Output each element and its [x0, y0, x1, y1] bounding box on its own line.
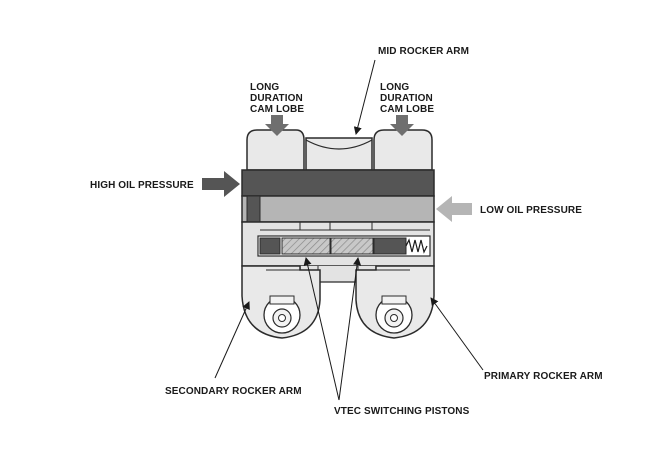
primary-rocker-arm-body: [373, 129, 433, 171]
low-oil-pressure-arrow: [436, 196, 472, 222]
high-oil-pressure-passage: [241, 169, 435, 197]
mid-rocker-arm-cam-contact: [305, 139, 373, 150]
right-cam-lobe-label-line2: DURATION: [380, 93, 433, 104]
secondary-rocker-arm-leader: [214, 301, 250, 379]
mid-rocker-arm-leader: [353, 59, 376, 135]
secondary-rocker-arm-label: SECONDARY ROCKER ARM: [165, 386, 302, 397]
secondary-valve-adjuster: [263, 295, 301, 334]
primary-rocker-arm-leader: [430, 297, 484, 371]
left-cam-lobe-label-line1: LONG: [250, 82, 279, 93]
rocker-assembly: [241, 129, 435, 339]
stopper-piston: [373, 237, 407, 255]
vtec-piston-leader-a: [303, 257, 340, 401]
left-cam-lobe-arrow: [265, 115, 289, 136]
high-oil-pressure-label: HIGH OIL PRESSURE: [90, 180, 194, 191]
left-cam-lobe-label-line3: CAM LOBE: [250, 104, 304, 115]
mid-rocker-arm-label: MID ROCKER ARM: [378, 46, 469, 57]
secondary-rocker-arm-body: [246, 129, 305, 171]
vtec-switching-piston-b: [330, 237, 374, 255]
vtec-piston-leader-b: [338, 257, 362, 401]
vtec-switching-piston-a: [281, 237, 331, 255]
high-oil-pressure-arrow: [202, 171, 240, 197]
low-oil-pressure-passage: [241, 195, 435, 223]
return-spring: [405, 238, 428, 254]
right-cam-lobe-label-line3: CAM LOBE: [380, 104, 434, 115]
primary-rocker-arm-label: PRIMARY ROCKER ARM: [484, 371, 603, 382]
timing-piston: [259, 237, 281, 255]
right-cam-lobe-label-line1: LONG: [380, 82, 409, 93]
low-oil-pressure-label: LOW OIL PRESSURE: [480, 205, 582, 216]
mid-rocker-arm-body: [305, 137, 373, 171]
primary-valve-adjuster: [375, 295, 413, 334]
left-cam-lobe-label-line2: DURATION: [250, 93, 303, 104]
right-cam-lobe-arrow: [390, 115, 414, 136]
vtec-switching-pistons-label: VTEC SWITCHING PISTONS: [334, 406, 470, 417]
